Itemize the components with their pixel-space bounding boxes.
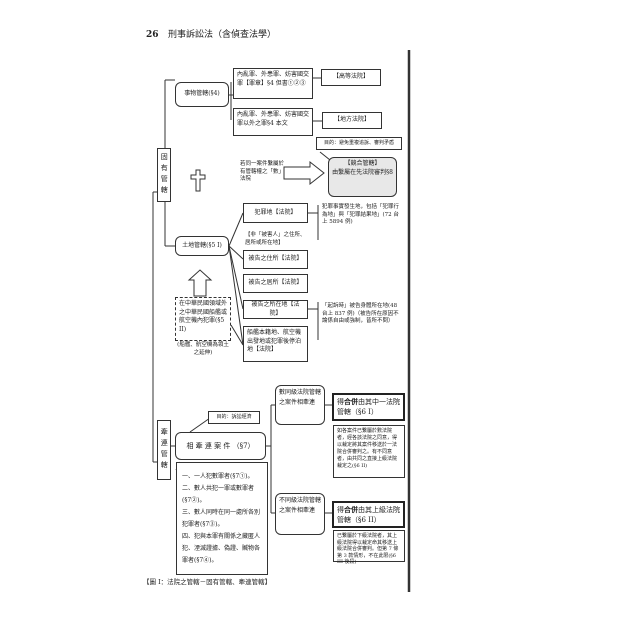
high-court: 【高等法院】 [321,69,381,86]
list-item: 四、犯與本罪有關係之藏匿人犯、湮滅證據、偽證、贓物各罪者(§7④)。 [182,533,261,564]
territorial-jurisdiction: 土地管轄(§5 I) [175,236,229,256]
vessel-court: 船艦本籍地、航空機出發地或犯罪後停泊地【法院】 [243,326,308,362]
local-court-crimes: 內亂罪、外患罪、妨害國交罪以外之罪§4 本文 [233,108,313,136]
rule-post: 由其中一法院管轄（§6 I） [337,398,400,416]
abroad-note: (船艦、航空機為領土之延伸) [177,342,229,356]
figure-caption: 【圖 I：法院之管轄－固有管轄、牽連管轄】 [143,578,272,586]
rule-bold: 合併 [344,505,358,514]
local-court: 【地方法院】 [322,112,382,129]
rule-pre: 得 [337,506,344,514]
rule-bold: 合併 [344,397,358,406]
competing-condition: 若同一案件繫屬於有管轄權之「數」法院 [240,161,285,182]
crime-place-court: 犯罪地【法院】 [243,203,308,223]
location-note: 「起訴時」被告身體所在地(48 台上 837 例)（被告所在原因不論係自由或強制… [322,303,399,324]
not-victim-note: 【非「被害人」之住所、居所或所在地】 [245,232,306,246]
rule-post: 由其上級法院管轄（§6 II） [337,506,400,524]
different-level-note: 已繫屬於下級法院者，其上級法院得以裁定命其移送上級法院合併審判。但第 7 條第 … [333,530,405,565]
same-level-courts: 數同級法院管轄之案件相牽連 [275,385,325,425]
domicile-court: 被告之住所【法院】 [243,250,308,269]
list-item: 三、數人同時在同一處所各別犯罪者(§7③)。 [182,509,261,528]
related-jurisdiction-label: 牽連管轄 [157,420,171,480]
same-level-note: 如各案件已繫屬於數法院者，經各該法院之同意，得以裁定將其案件移送於一法院合併審判… [333,425,405,478]
book-title: 刑事訴訟法（含偵查法學） [168,30,277,40]
abroad-crime: 在中華民國領域外之中華民國船艦或航空機內犯罪(§5 II) [175,297,231,341]
competing-title: 【競合管轄】 [344,160,381,167]
residence-court: 被告之居所【法院】 [243,274,308,293]
list-item: 一、一人犯數罪者(§7①)。 [182,473,254,480]
related-purpose: 目的：訴訟經濟 [208,411,260,424]
related-cases: 相 牽 連 案 件 （§7） [175,432,266,460]
competing-rule: 由繫屬在先法院審判§8 [332,168,393,176]
different-level-rule: 得合併由其上級法院管轄（§6 II） [332,501,405,528]
location-court: 被告之所在地【法院】 [243,300,308,319]
inherent-jurisdiction-label: 固有管轄 [157,148,171,202]
page-number: 26 [146,30,159,40]
list-item: 二、數人共犯一罪或數罪者(§7②)。 [182,485,255,504]
competing-purpose: 目的：避免重複追訴、審判矛盾 [316,137,402,150]
same-level-rule: 得合併由其中一法院管轄（§6 I） [332,393,405,421]
crime-place-note: 犯罪事實發生地，包括「犯罪行為地」與「犯罪結果地」(72 台上 5894 例) [322,204,400,225]
different-level-courts: 不同級法院管轄之案件相牽連 [275,493,325,535]
high-court-crimes: 內亂罪、外患罪、妨害國交罪【罪章】§4 但書①②③ [233,68,313,99]
subject-matter-jurisdiction: 事物管轄(§4) [175,82,229,107]
rule-pre: 得 [337,398,344,406]
related-case-list: 一、一人犯數罪者(§7①)。 二、數人共犯一罪或數罪者(§7②)。 三、數人同時… [176,462,268,575]
